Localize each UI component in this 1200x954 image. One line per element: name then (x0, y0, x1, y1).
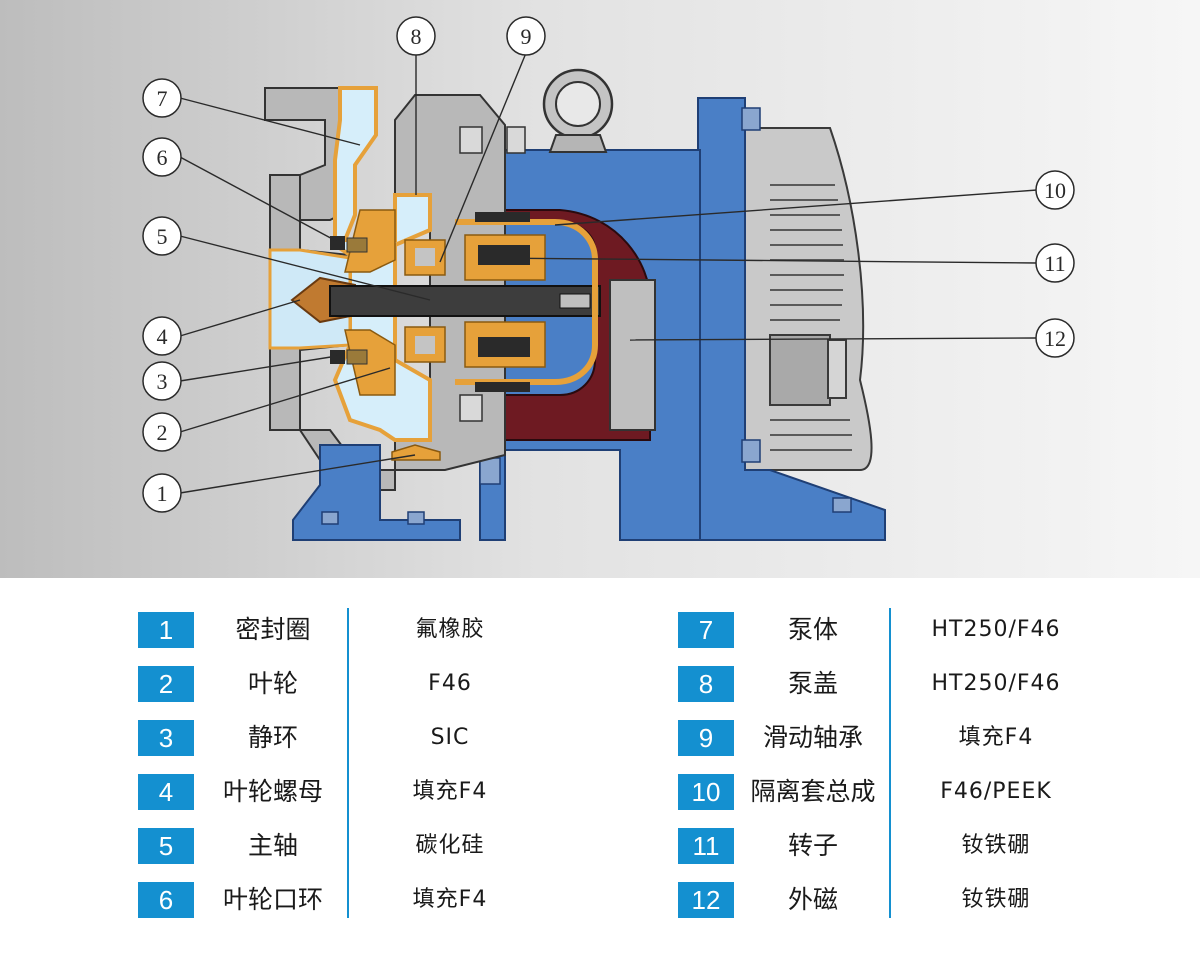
svg-text:11: 11 (1044, 251, 1065, 276)
sliding-bearing (404, 239, 446, 363)
legend-row-12: 12 外磁 钕铁硼 (678, 882, 1098, 918)
part-name: 叶轮螺母 (222, 777, 323, 806)
part-number-badge: 1 (138, 612, 194, 648)
part-name: 静环 (247, 723, 298, 752)
legend-row-1: 1 密封圈 氟橡胶 (138, 612, 838, 648)
containment-shell (455, 219, 598, 385)
legend-row-6: 6 叶轮口环 填充F4 (138, 882, 838, 918)
part-material: 填充F4 (958, 725, 1034, 750)
part-material: 碳化硅 (415, 833, 485, 858)
part-name: 滑动轴承 (762, 723, 863, 752)
part-number-badge: 10 (678, 774, 734, 810)
svg-text:6: 6 (157, 145, 168, 170)
svg-text:5: 5 (157, 224, 168, 249)
main-shaft (329, 285, 601, 317)
part-material: 钕铁硼 (961, 887, 1031, 912)
part-material: SIC (430, 725, 470, 750)
part-number-badge: 4 (138, 774, 194, 810)
lifting-eye (542, 68, 614, 153)
legend-row-4: 4 叶轮螺母 填充F4 (138, 774, 838, 810)
svg-text:7: 7 (157, 86, 168, 111)
callout-7: 7 (142, 78, 182, 118)
part-number-badge: 8 (678, 666, 734, 702)
part-number-badge: 6 (138, 882, 194, 918)
part-name: 泵体 (787, 615, 838, 644)
part-number-badge: 12 (678, 882, 734, 918)
motor-bracket (697, 97, 886, 541)
callout-9: 9 (506, 16, 546, 56)
part-number-badge: 5 (138, 828, 194, 864)
callout-1: 1 (142, 473, 182, 513)
part-number-badge: 2 (138, 666, 194, 702)
part-name: 叶轮口环 (222, 885, 323, 914)
part-number-badge: 9 (678, 720, 734, 756)
motor-housing (744, 127, 873, 471)
part-number-badge: 7 (678, 612, 734, 648)
part-material: F46 (428, 671, 472, 696)
legend-row-8: 8 泵盖 HT250/F46 (678, 666, 1098, 702)
parts-legend: 1 密封圈 氟橡胶 2 叶轮 F46 3 静环 SIC 4 叶轮螺母 填充F4 … (0, 578, 1200, 954)
svg-text:3: 3 (157, 369, 168, 394)
part-name: 隔离套总成 (750, 777, 876, 806)
part-material: HT250/F46 (931, 617, 1061, 642)
svg-text:4: 4 (157, 324, 168, 349)
svg-text:8: 8 (411, 24, 422, 49)
part-number-badge: 11 (678, 828, 734, 864)
legend-row-7: 7 泵体 HT250/F46 (678, 612, 1098, 648)
svg-text:10: 10 (1044, 178, 1066, 203)
callout-3: 3 (142, 361, 182, 401)
callout-6: 6 (142, 137, 182, 177)
pump-cross-section-diagram: 1 2 3 4 5 6 7 8 (0, 0, 1200, 578)
callout-circles: 1 2 3 4 5 6 7 8 (142, 16, 1075, 513)
part-number-badge: 3 (138, 720, 194, 756)
legend-row-11: 11 转子 钕铁硼 (678, 828, 1098, 864)
part-name: 主轴 (247, 831, 298, 860)
part-material: F46/PEEK (940, 779, 1052, 804)
legend-row-10: 10 隔离套总成 F46/PEEK (678, 774, 1098, 810)
part-name: 泵盖 (787, 669, 838, 698)
callout-10: 10 (1035, 170, 1075, 210)
svg-text:1: 1 (157, 481, 168, 506)
part-material: HT250/F46 (931, 671, 1061, 696)
part-material: 填充F4 (412, 779, 488, 804)
legend-row-9: 9 滑动轴承 填充F4 (678, 720, 1098, 756)
part-name: 叶轮 (247, 669, 298, 698)
pump-cross-section-svg: 1 2 3 4 5 6 7 8 (142, 16, 1075, 541)
svg-text:2: 2 (157, 420, 168, 445)
callout-5: 5 (142, 216, 182, 256)
right-column-divider (889, 608, 891, 918)
callout-2: 2 (142, 412, 182, 452)
callout-4: 4 (142, 316, 182, 356)
svg-text:9: 9 (521, 24, 532, 49)
part-material: 钕铁硼 (961, 833, 1031, 858)
part-name: 外磁 (787, 885, 838, 914)
left-column-divider (347, 608, 349, 918)
legend-row-3: 3 静环 SIC (138, 720, 838, 756)
callout-12: 12 (1035, 318, 1075, 358)
part-material: 氟橡胶 (415, 617, 485, 642)
part-name: 密封圈 (235, 615, 311, 644)
callout-11: 11 (1035, 243, 1075, 283)
svg-text:12: 12 (1044, 326, 1066, 351)
legend-row-2: 2 叶轮 F46 (138, 666, 838, 702)
part-name: 转子 (787, 831, 838, 860)
legend-row-5: 5 主轴 碳化硅 (138, 828, 838, 864)
part-material: 填充F4 (412, 887, 488, 912)
inner-rotor (464, 212, 546, 392)
leader-lines (179, 52, 1038, 494)
callout-8: 8 (396, 16, 436, 56)
